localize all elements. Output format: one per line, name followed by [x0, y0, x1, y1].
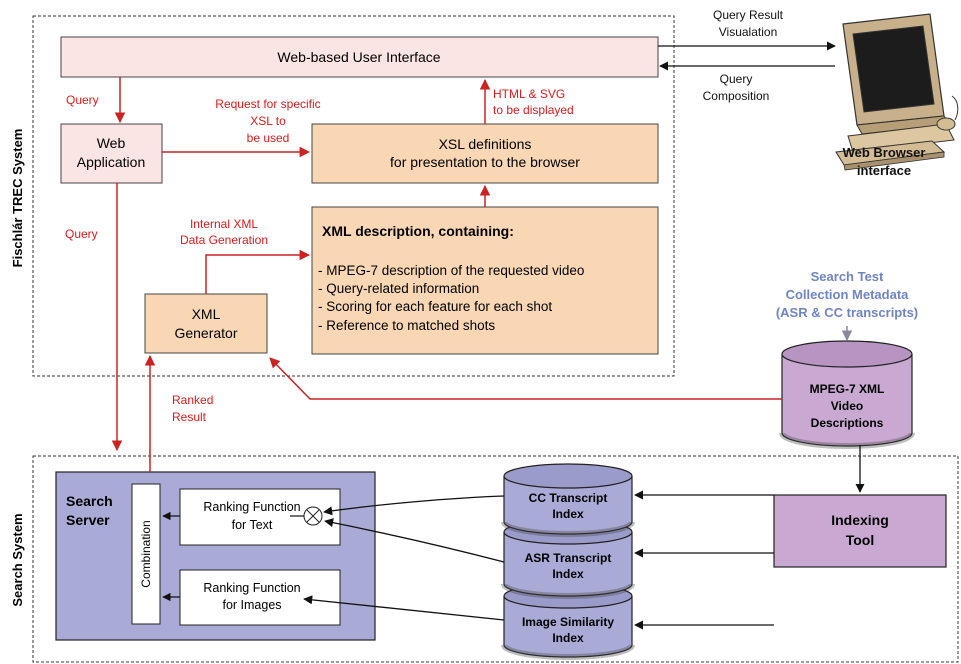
ranking-images-label-2: for Images — [222, 598, 281, 612]
metadata-label-3: (ASR & CC transcripts) — [776, 305, 918, 320]
image-similarity-label-1: Image Similarity — [522, 615, 614, 629]
web-browser-label-2: interface — [857, 163, 911, 178]
internal-xml-label-1: Internal XML — [190, 217, 258, 231]
mpeg7-label-2: Video — [831, 399, 863, 413]
xsl-definitions-label-2: for presentation to the browser — [390, 154, 580, 170]
xsl-definitions-label-1: XSL definitions — [439, 136, 532, 152]
mpeg7-label-3: Descriptions — [811, 416, 884, 430]
xml-description-box — [311, 206, 659, 355]
multiply-operator-stroke-2 — [306, 509, 320, 523]
asr-label-1: ASR Transcript — [525, 551, 612, 565]
web-ui-box — [60, 36, 659, 78]
query-label-side: Query — [65, 227, 98, 241]
cc-label-2: Index — [552, 507, 584, 521]
ranked-result-label-1: Ranked — [172, 393, 213, 407]
request-xsl-label-2: XSL to — [250, 114, 286, 128]
indexing-tool-box — [773, 494, 947, 568]
fischlar-system-frame — [32, 15, 675, 377]
web-ui-label: Web-based User Interface — [277, 49, 440, 65]
mpeg7-descriptions-cylinder — [779, 340, 915, 449]
arrow-img-to-ranking-images — [303, 595, 505, 621]
web-application-label-1: Web — [97, 135, 126, 151]
search-server-label-2: Server — [66, 512, 110, 528]
query-composition-label-2: Composition — [703, 89, 770, 103]
fischlar-system-label: Fischlár TREC System — [10, 129, 25, 268]
combination-box — [131, 483, 161, 625]
web-application-label-2: Application — [77, 154, 146, 170]
indexing-tool-label-1: Indexing — [831, 512, 889, 528]
html-svg-label-1: HTML & SVG — [493, 87, 565, 101]
combination-label: Combination — [139, 520, 153, 587]
asr-label-2: Index — [552, 567, 584, 581]
arrow-xmlgen-to-xmldesc — [205, 249, 311, 294]
web-application-box — [60, 123, 163, 184]
xml-description-item-3: - Scoring for each feature for each shot — [318, 299, 552, 314]
ranked-result-label-2: Result — [172, 410, 207, 424]
ranking-text-label-1: Ranking Function — [203, 500, 300, 514]
xml-description-item-2: - Query-related information — [318, 281, 479, 296]
cc-transcript-index-cylinder — [501, 463, 635, 537]
internal-xml-label-2: Data Generation — [180, 233, 268, 247]
mpeg7-label-1: MPEG-7 XML — [810, 382, 885, 396]
query-composition-label-1: Query — [720, 72, 753, 86]
ranking-images-label-1: Ranking Function — [203, 581, 300, 595]
search-system-frame — [32, 455, 959, 663]
xml-description-title: XML description, containing: — [322, 223, 514, 239]
arrow-cc-to-multiply — [323, 495, 505, 516]
xsl-definitions-box — [311, 123, 659, 184]
ranking-images-box — [179, 569, 341, 626]
computer-icon — [835, 13, 959, 171]
xml-generator-label-2: Generator — [174, 325, 237, 341]
web-browser-label-1: Web Browser — [843, 145, 926, 160]
metadata-label-2: Collection Metadata — [786, 287, 910, 302]
ranking-text-label-2: for Text — [232, 518, 273, 532]
xml-description-item-1: - MPEG-7 description of the requested vi… — [318, 263, 584, 278]
xml-generator-box — [144, 293, 268, 354]
query-result-label-1: Query Result — [713, 8, 784, 22]
html-svg-label-2: to be displayed — [493, 103, 574, 117]
search-server-label-1: Search — [66, 493, 113, 509]
xml-description-item-4: - Reference to matched shots — [318, 318, 495, 333]
xml-generator-label-1: XML — [192, 306, 221, 322]
request-xsl-label-1: Request for specific — [215, 97, 320, 111]
arrow-asr-to-multiply — [324, 518, 505, 563]
request-xsl-label-3: be used — [247, 131, 290, 145]
query-result-label-2: Visualation — [719, 25, 778, 39]
image-similarity-label-2: Index — [552, 631, 584, 645]
arrow-mpeg7-to-xmlgen — [269, 357, 782, 400]
query-label-top: Query — [66, 93, 99, 107]
indexing-tool-label-2: Tool — [846, 532, 875, 548]
cc-label-1: CC Transcript — [529, 491, 608, 505]
metadata-label-1: Search Test — [811, 269, 884, 284]
search-system-label: Search System — [10, 513, 25, 606]
